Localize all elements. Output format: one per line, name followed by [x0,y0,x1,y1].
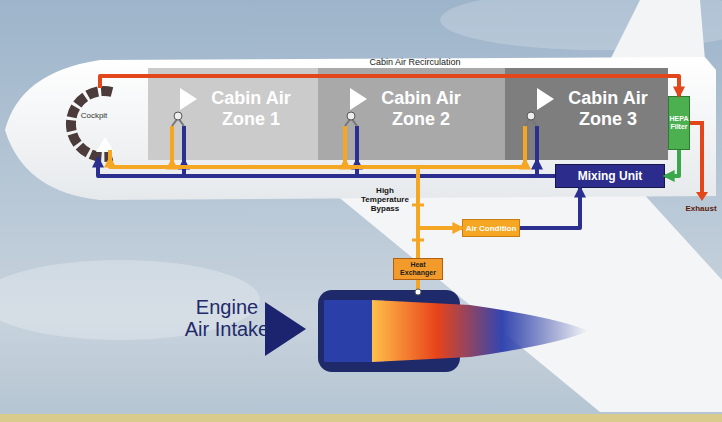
air-nozzle [174,112,182,120]
filter-box: HEPA Filter [668,96,690,150]
supply-riser [184,126,537,160]
air-nozzle [172,118,537,126]
node-text: Cabin Air Zone 3 [553,88,663,130]
air-nozzle [527,112,535,120]
fuselage [5,57,716,200]
node-text: Cabin Air Zone 1 [196,88,306,130]
exhaust-duct [690,123,702,196]
intake-arrow [265,302,306,356]
process-box: Mixing Unit [555,164,665,188]
duct-label: Exhaust [680,204,722,213]
cloud [440,0,722,50]
node-text: Air Condition [466,224,517,233]
process-box: Air Condition [462,219,520,237]
cockpit-window [71,91,112,157]
air-nozzle [347,112,355,120]
node-text: HEPA Filter [669,115,689,131]
cloud [0,260,260,340]
node-text: Mixing Unit [578,169,643,183]
supply-riser [110,126,525,160]
air-duct [172,160,418,258]
node-text: Cabin Air Zone 2 [366,88,476,130]
bleed-duct [416,280,420,292]
air-duct [184,160,555,176]
air-duct [345,160,418,258]
air-duct [357,160,555,176]
tail-fin [610,0,705,60]
duct-label: Cabin Air Recirculation [330,57,500,68]
duct-label: High Temperature Bypass [356,186,414,213]
zone-arrow [537,88,554,110]
air-duct [98,158,555,176]
air-duct [665,150,679,176]
cabin-zone: Cabin Air Zone 1 [148,68,318,160]
exhaust-arrow [696,192,708,201]
engine-label: Engine Air Intake [184,296,270,340]
node-text: Cockpit [66,111,122,120]
bottom-bar [0,414,722,422]
process-box: Heat Exchanger [393,258,443,280]
air-duct [418,228,462,258]
wing [330,190,722,412]
air-duct [520,188,580,228]
air-duct [110,158,418,258]
cabin-zone: Cabin Air Zone 3 [505,68,668,160]
node-text: Heat Exchanger [394,261,442,277]
air-duct [418,160,525,258]
engine-intake [324,300,384,362]
cabin-zone: Cabin Air Zone 2 [318,68,505,160]
cockpit-seat [96,137,114,152]
zone-arrow [350,88,367,110]
engine-plume [372,300,588,362]
cockpit-area: Cockpit [66,88,122,158]
air-duct [537,160,555,176]
zone-arrow [180,88,197,110]
engine-nacelle [318,290,460,372]
air-duct [100,76,679,96]
valve [415,289,421,295]
bypass-valve [412,205,424,240]
